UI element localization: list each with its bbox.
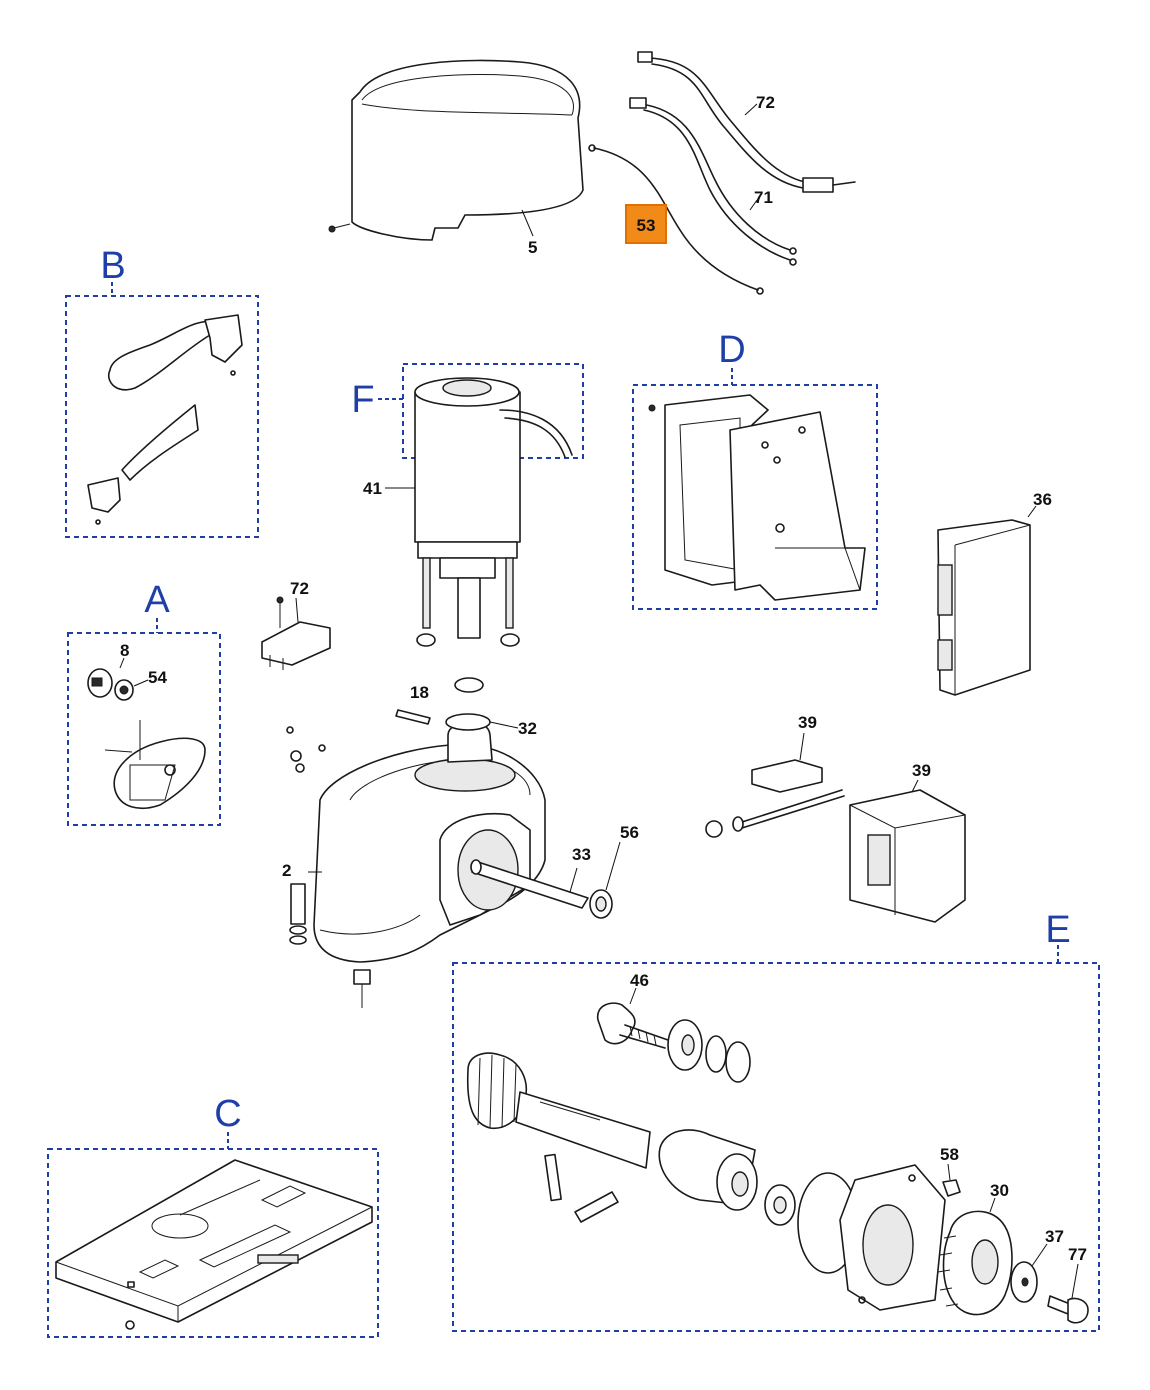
bolt-set-transformer[interactable]: [705, 789, 845, 838]
pinion-gear-part-30[interactable]: [937, 1210, 1013, 1316]
base-plate-part[interactable]: [55, 1159, 373, 1330]
group-label-e: E: [1045, 909, 1070, 951]
part-label-36: 36: [1033, 490, 1052, 509]
part-label-8: 8: [120, 641, 129, 660]
fastener-set-housing[interactable]: [286, 726, 371, 1008]
washer-part-37[interactable]: [1010, 1261, 1038, 1303]
part-label-72-switch: 72: [290, 579, 309, 598]
shaft-part-33[interactable]: [470, 859, 589, 909]
o-ring-part[interactable]: [454, 677, 484, 693]
bolt-part-77[interactable]: [1047, 1295, 1089, 1324]
part-label-2: 2: [282, 861, 291, 880]
group-label-f: F: [351, 379, 374, 421]
wire-harness-71[interactable]: [629, 97, 797, 266]
wire-harness-72[interactable]: [637, 51, 856, 193]
capacitor-part-39[interactable]: [751, 759, 823, 793]
group-a-box: [67, 632, 221, 826]
part-label-18: 18: [410, 683, 429, 702]
group-label-a: A: [144, 579, 170, 621]
limit-switch-part[interactable]: [261, 596, 331, 670]
group-label-d: D: [718, 329, 745, 371]
part-label-33: 33: [572, 845, 591, 864]
part-label-30: 30: [990, 1181, 1009, 1200]
part-label-37: 37: [1045, 1227, 1064, 1246]
group-d-box: [632, 384, 878, 610]
motor-part[interactable]: [414, 377, 573, 647]
part-label-39-capacitor: 39: [798, 713, 817, 732]
lock-housing-part[interactable]: [104, 720, 206, 809]
part-label-46: 46: [630, 971, 649, 990]
release-lever-lower[interactable]: [87, 404, 199, 525]
group-e-box: [452, 962, 1100, 1332]
gear-flange-part[interactable]: [797, 1164, 946, 1311]
wire-harness-53[interactable]: [588, 144, 764, 295]
seal-part-56[interactable]: [589, 889, 613, 919]
lock-key-part[interactable]: [87, 668, 134, 701]
mounting-plate-part[interactable]: [729, 411, 866, 601]
transformer-part-39[interactable]: [849, 789, 966, 923]
part-label-32: 32: [518, 719, 537, 738]
release-lever-upper[interactable]: [108, 314, 243, 391]
highlighted-part-box[interactable]: [625, 204, 667, 244]
part-label-71: 71: [754, 188, 773, 207]
screw-part-58[interactable]: [942, 1179, 961, 1197]
part-label-39-transformer: 39: [912, 761, 931, 780]
gearbox-housing-part[interactable]: [313, 713, 546, 963]
keys-and-pins-part[interactable]: [544, 1153, 619, 1223]
part-label-53: 53: [637, 216, 656, 235]
group-label-b: B: [100, 245, 125, 287]
cover-part[interactable]: [328, 59, 584, 241]
part-label-5: 5: [528, 238, 537, 257]
part-label-77: 77: [1068, 1245, 1087, 1264]
drive-shaft-gear-part[interactable]: [466, 1052, 651, 1169]
group-c-box: [47, 1148, 379, 1338]
part-label-58: 58: [940, 1145, 959, 1164]
release-knob-part-46[interactable]: [596, 1002, 751, 1083]
part-label-54: 54: [148, 668, 167, 687]
part-label-41: 41: [363, 479, 382, 498]
part-label-56: 56: [620, 823, 639, 842]
part-label-72-wire: 72: [756, 93, 775, 112]
bearing-support-part[interactable]: [658, 1129, 796, 1226]
control-board-part[interactable]: [937, 519, 1031, 696]
pin-part-18[interactable]: [395, 709, 431, 725]
group-label-c: C: [214, 1093, 241, 1135]
